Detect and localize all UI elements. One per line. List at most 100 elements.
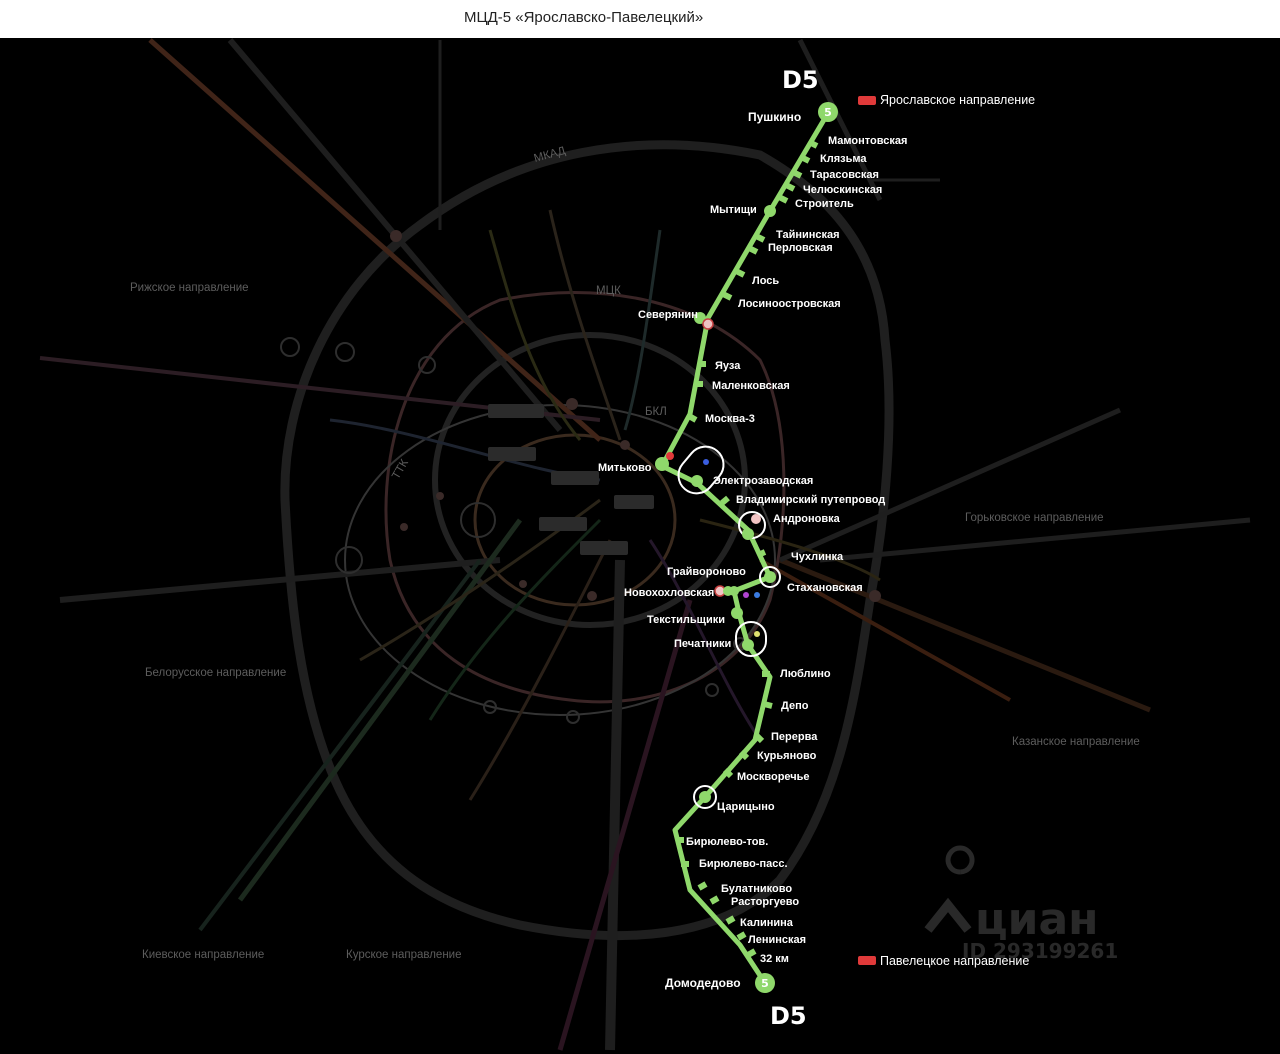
bg-rail — [148, 38, 602, 442]
bg-rail — [779, 557, 1151, 713]
station-labels: Пушкино Мамонтовская Клязьма Тарасовская… — [598, 110, 907, 990]
station-label-biryulevo-tov[interactable]: Бирюлево-тов. — [686, 836, 768, 848]
station-label-moskvorechye[interactable]: Москворечье — [737, 771, 810, 783]
station-label-lyublino[interactable]: Люблино — [780, 668, 831, 680]
bg-station — [620, 440, 630, 450]
station-label-pechatniki[interactable]: Печатники — [674, 638, 731, 650]
station-label-depo[interactable]: Депо — [781, 700, 809, 712]
station-dot-tsaritsyno[interactable] — [699, 791, 711, 803]
bg-transfer-ring — [335, 546, 363, 574]
bg-rail — [557, 599, 693, 1051]
station-label-moskva3[interactable]: Москва-3 — [705, 413, 755, 425]
station-dot-mytishchi[interactable] — [764, 205, 776, 217]
station-dot-tekstilshchiki[interactable] — [731, 607, 743, 619]
station-label-vladimirsky[interactable]: Владимирский путепровод — [736, 494, 885, 506]
metro-dot-tekstilshchiki-purple — [743, 592, 749, 598]
station-label-rastorguevo[interactable]: Расторгуево — [731, 896, 799, 908]
tick-depo — [763, 701, 773, 709]
bg-rail — [797, 38, 883, 202]
bg-metro-line — [699, 518, 881, 582]
watermark-brand: циан — [975, 894, 1099, 945]
station-label-malenkovskaya[interactable]: Маленковская — [712, 380, 790, 392]
station-label-tsaritsyno[interactable]: Царицыно — [717, 801, 775, 813]
bg-transfer-ring — [705, 683, 719, 697]
station-label-pushkino[interactable]: Пушкино — [748, 110, 801, 124]
transfer-ring-tsaritsyno — [693, 785, 717, 809]
bg-metro-line — [488, 229, 582, 441]
bg-metro-line — [468, 539, 612, 801]
station-label-stroitel[interactable]: Строитель — [795, 198, 854, 210]
bg-station — [566, 398, 578, 410]
metro-dot-tekstilshchiki-blue — [754, 592, 760, 598]
station-dot-stakhanovskaya[interactable] — [764, 571, 776, 583]
direction-label-bottom: Павелецкое направление — [880, 954, 1029, 968]
station-label-stakhanovskaya[interactable]: Стахановская — [787, 582, 863, 594]
bg-rail — [819, 517, 1251, 563]
station-dot-severyanin[interactable] — [694, 312, 706, 324]
tick-rastorguevo — [709, 895, 720, 905]
station-label-tayninskaya[interactable]: Тайнинская — [776, 229, 840, 241]
station-label-perlovskaya[interactable]: Перловская — [768, 242, 833, 254]
station-label-tarasovskaya[interactable]: Тарасовская — [810, 169, 879, 181]
bg-metro-line — [428, 518, 602, 721]
station-label-chukhlinka[interactable]: Чухлинка — [791, 551, 844, 563]
bg-label-kurskoe: Курское направление — [346, 949, 462, 961]
tick-kalinina — [725, 915, 736, 925]
bg-label-kievskoe: Киевское направление — [142, 949, 264, 961]
station-label-domodedovo[interactable]: Домодедово — [665, 976, 741, 990]
tick-chelyuskinskaya — [784, 182, 796, 192]
tick-leninskaya — [736, 931, 747, 941]
station-label-losinoostrovskaya[interactable]: Лосиноостровская — [738, 298, 841, 310]
station-label-kuryanovo[interactable]: Курьяново — [757, 750, 817, 762]
bg-station — [519, 580, 527, 588]
bg-transfer-ring — [483, 700, 497, 714]
bg-rail — [605, 559, 625, 1051]
station-dot-elektrozavodskaya[interactable] — [691, 475, 703, 487]
rzd-icon-bottom — [858, 956, 876, 965]
map-area[interactable]: Рижское направление Горьковское направле… — [0, 38, 1280, 1054]
window-title: МЦД-5 «Ярославско-Павелецкий» — [464, 9, 704, 26]
station-label-pererva[interactable]: Перерва — [771, 731, 818, 743]
rzd-icon-top — [858, 96, 876, 105]
station-label-grayvoronovo[interactable]: Грайвороново — [667, 566, 746, 578]
bg-metro-line — [648, 539, 762, 741]
station-label-klyazma[interactable]: Клязьма — [820, 153, 867, 165]
bg-label-gorkovskoe: Горьковское направление — [965, 512, 1104, 524]
station-dot-pechatniki[interactable] — [742, 639, 754, 651]
station-label-chelyuskinskaya[interactable]: Челюскинская — [803, 184, 882, 196]
transfer-ring-pechatniki — [735, 621, 767, 657]
station-dot-mitkovo[interactable] — [655, 457, 669, 471]
bg-plate — [488, 447, 536, 461]
bg-label-mck: МЦК — [596, 285, 621, 297]
bg-plate — [539, 517, 587, 531]
station-label-bulatnikovo[interactable]: Булатниково — [721, 883, 792, 895]
station-label-tekstilshchiki[interactable]: Текстильщики — [647, 614, 725, 626]
tick-kuryanovo — [738, 749, 750, 761]
station-label-yauza[interactable]: Яуза — [715, 360, 741, 372]
station-label-mamontovskaya[interactable]: Мамонтовская — [828, 135, 907, 147]
station-dot-andronovka[interactable] — [742, 528, 754, 540]
line-number-bottom: 5 — [761, 977, 769, 990]
station-label-mytishchi[interactable]: Мытищи — [710, 204, 757, 216]
direction-label-top: Ярославское направление — [880, 93, 1035, 107]
d5-badge-bottom: D5 — [770, 1002, 807, 1030]
station-label-elektrozavodskaya[interactable]: Электрозаводская — [713, 475, 813, 487]
location-pin-icon — [945, 845, 975, 875]
tick-pererva — [753, 732, 765, 744]
station-dot-novokhokhlovskaya[interactable] — [723, 586, 733, 596]
station-label-kalinina[interactable]: Калинина — [740, 917, 794, 929]
station-label-biryulevo-pass[interactable]: Бирюлево-пасс. — [699, 858, 788, 870]
station-label-andronovka[interactable]: Андроновка — [773, 513, 841, 525]
station-label-novokhokhlovskaya[interactable]: Новохохловская — [624, 587, 714, 599]
station-label-32km[interactable]: 32 км — [760, 953, 789, 965]
bg-label-rizhskoe: Рижское направление — [130, 282, 249, 294]
mcd5-map: Рижское направление Горьковское направле… — [39, 38, 1251, 1051]
station-label-mitkovo[interactable]: Митьково — [598, 462, 652, 474]
bg-plate — [614, 495, 654, 509]
station-label-severyanin[interactable]: Северянин — [638, 309, 698, 321]
station-label-leninskaya[interactable]: Ленинская — [748, 934, 806, 946]
bg-rail — [198, 558, 482, 932]
tick-klyazma — [799, 154, 811, 164]
station-label-los[interactable]: Лось — [752, 275, 779, 287]
metro-dot-mitkovo — [666, 452, 674, 460]
